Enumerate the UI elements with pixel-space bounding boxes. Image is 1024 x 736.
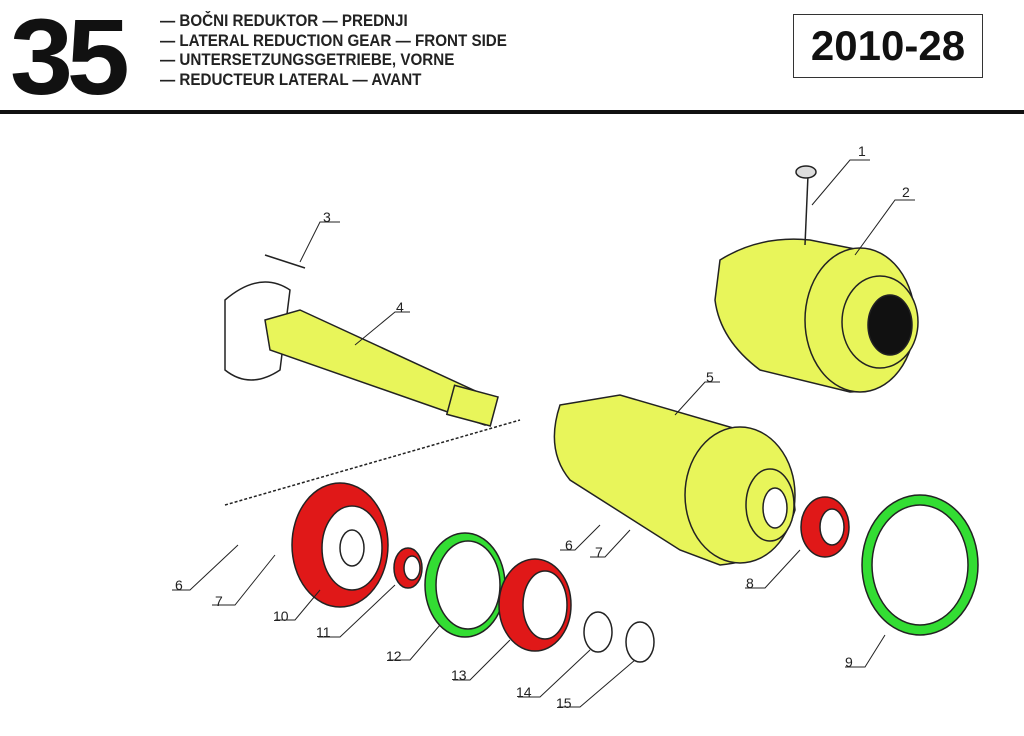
part-2-housing [714,165,919,393]
part-5-housing [553,394,796,566]
part-12-gasket [424,532,506,638]
part-10-bearing-cover [291,482,389,608]
part-13-bearing [498,558,572,652]
title-german: — UNTERSETZUNGSGETRIEBE, VORNE [160,51,455,69]
drawing-code: 2010-28 [793,14,983,78]
part-15-circlip [625,621,655,663]
part-9-gasket [861,494,979,636]
header-divider [0,110,1024,114]
part-11-bearing [393,547,423,589]
callout-13: 13 [451,667,467,683]
callout-12: 12 [386,648,402,664]
part-8-bearing [800,496,850,558]
callout-8: 8 [746,575,754,591]
callout-3: 3 [323,209,331,225]
callout-9: 9 [845,654,853,670]
callout-7: 7 [595,544,603,560]
section-titles: — BOČNI REDUKTOR — PREDNJI — LATERAL RED… [160,12,507,90]
callout-15: 15 [556,695,572,711]
title-english: — LATERAL REDUCTION GEAR — FRONT SIDE [160,31,507,50]
section-number: 35 [10,0,130,117]
title-croatian: — BOČNI REDUKTOR — PREDNJI [160,12,408,30]
leader-lines [172,159,915,708]
callout-5: 5 [706,369,714,385]
title-french: — REDUCTEUR LATERAL — AVANT [160,70,422,89]
callout-10: 10 [273,608,289,624]
part-4-shaft [224,254,499,427]
part-14-ring [583,611,613,653]
callout-2: 2 [902,184,910,200]
callout-6b: 6 [175,577,183,593]
callout-14: 14 [516,684,532,700]
callout-4: 4 [396,299,404,315]
callout-6: 6 [565,537,573,553]
callout-7b: 7 [215,593,223,609]
callout-11: 11 [316,624,331,640]
callout-1: 1 [858,143,866,159]
